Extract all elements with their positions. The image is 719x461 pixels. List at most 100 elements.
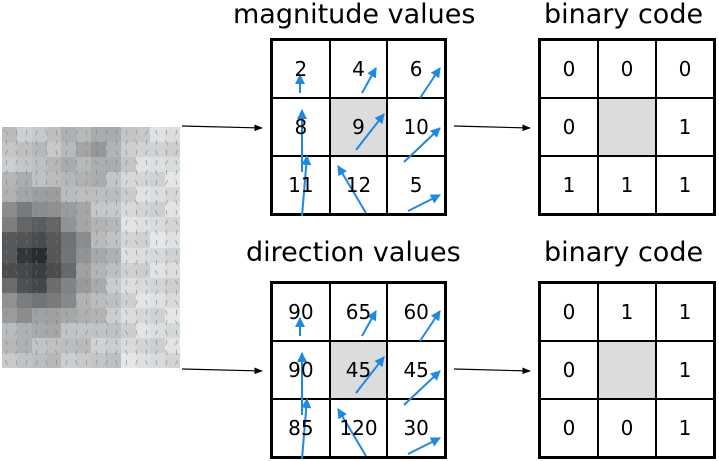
patch-pixel [91,247,107,264]
binary-code-title-bottom: binary code [544,237,704,268]
patch-pixel [105,142,122,158]
patch-pixel [46,217,62,233]
patch-pixel [76,187,92,203]
patch-pixel [150,307,166,324]
patch-pixel [91,337,107,354]
flow-tick [166,150,167,155]
patch-pixel [31,292,47,309]
patch-pixel [61,157,77,173]
patch-pixel [150,232,166,248]
magnitude-center-cell: 9 [329,98,388,156]
flow-tick [75,139,78,146]
patch-pixel [150,127,166,143]
flow-tick [165,169,168,176]
binary-cell: 0 [540,98,598,156]
direction-cell: 45 [387,341,445,399]
patch-pixel [76,142,92,158]
flow-tick [66,250,67,255]
patch-pixel [76,322,92,339]
patch-pixel [150,352,166,368]
binary-cell: 1 [598,156,656,214]
patch-pixel [31,247,47,264]
patch-pixel [46,277,62,294]
patch-pixel [16,187,33,203]
patch-pixel [105,337,122,354]
patch-pixel [165,307,180,324]
flow-tick [85,319,88,326]
patch-pixel [105,217,122,233]
patch-pixel [31,322,47,339]
binary-cell: 1 [656,399,714,457]
flow-tick [105,349,108,356]
patch-pixel [61,232,77,248]
patch-pixel [150,217,166,233]
patch-pixel [150,292,166,309]
flow-tick [156,280,157,285]
patch-pixel [31,232,47,248]
binary-cell: 1 [598,283,656,341]
magnitude-cell: 8 [272,98,330,156]
patch-pixel [76,217,92,233]
patch-pixel [135,157,151,173]
patch-pixel [135,127,151,143]
patch-pixel [16,232,33,248]
patch-pixel [76,352,92,368]
patch-pixel [76,127,92,143]
patch-pixel [61,247,77,264]
flow-tick [135,229,138,236]
patch-pixel [16,247,33,264]
patch-pixel [165,352,180,368]
patch-pixel [46,292,62,309]
patch-pixel [46,187,62,203]
patch-pixel [91,217,107,233]
patch-pixel [46,307,62,324]
patch-pixel [91,277,107,294]
patch-pixel [2,157,18,173]
binary-cell: 0 [540,341,598,399]
patch-pixel [120,217,136,233]
flow-tick [15,279,18,286]
patch-pixel [135,217,151,233]
patch-pixel [91,172,107,188]
flow-tick [106,330,107,335]
binary-code-title-top: binary code [544,0,704,30]
patch-pixel [31,172,47,188]
flow-tick [35,329,38,336]
patch-pixel [46,262,62,279]
patch-pixel [91,187,107,203]
binary-center-cell [598,98,656,156]
patch-pixel [46,157,62,173]
magnitude-grid: 2 4 6 8 9 10 11 12 5 [270,38,447,216]
flow-tick [15,319,18,326]
flow-tick [45,219,48,226]
flow-tick [95,169,98,176]
patch-pixel [150,202,166,218]
binary-cell: 0 [540,399,598,457]
patch-pixel [135,322,151,339]
patch-pixel [16,322,33,339]
patch-pixel [120,232,136,248]
patch-pixel [150,142,166,158]
flow-tick [95,149,98,156]
patch-pixel [61,322,77,339]
magnitude-cell: 12 [329,156,388,214]
patch-pixel [46,172,62,188]
patch-pixel [105,322,122,339]
patch-pixel [165,322,180,339]
flow-tick [5,139,8,146]
flow-tick [85,279,88,286]
flow-tick [25,189,28,196]
magnitude-cell: 5 [387,156,445,214]
flow-tick [115,179,118,186]
patch-pixel [16,307,33,324]
patch-pixel [150,337,166,354]
patch-pixel [165,262,180,279]
patch-pixel [105,157,122,173]
patch-pixel [76,157,92,173]
binary-cell: 1 [540,156,598,214]
patch-pixel [2,232,18,248]
patch-pixel [150,172,166,188]
patch-pixel [91,262,107,279]
patch-pixel [150,157,166,173]
patch-pixel [16,127,33,143]
